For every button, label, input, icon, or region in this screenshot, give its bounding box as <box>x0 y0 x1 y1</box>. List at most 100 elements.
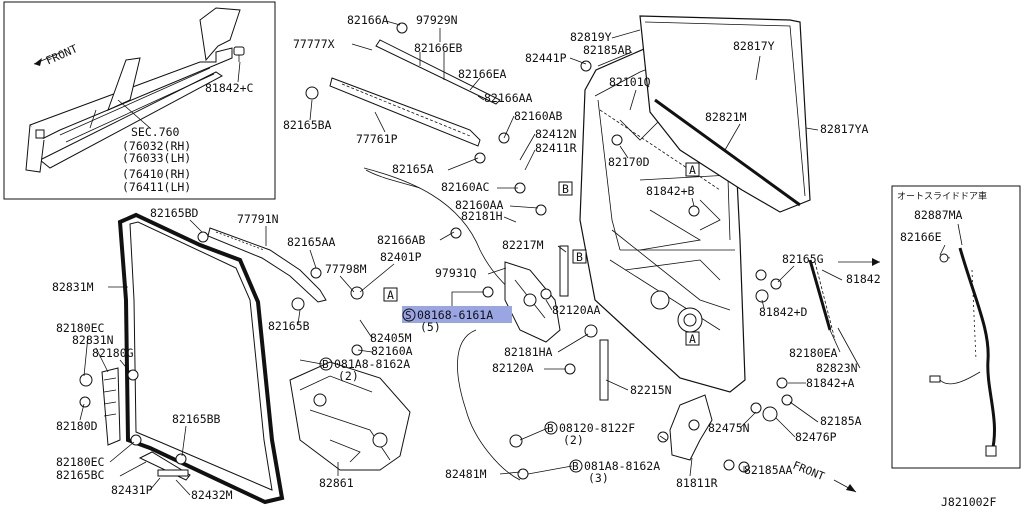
label-81842b: 81842+B <box>646 184 695 198</box>
front-rail-drawing <box>101 367 121 446</box>
label-82165bd: 82165BD <box>150 206 199 220</box>
sec-line-4: (76410(RH) <box>122 167 191 181</box>
label-82166eb: 82166EB <box>414 41 463 55</box>
window-glass-drawing <box>639 15 811 213</box>
leader-lines <box>79 20 861 496</box>
left-inset-frame <box>3 1 276 200</box>
label-82185a: 82185A <box>820 414 862 428</box>
label-82160ac: 82160AC <box>441 180 490 194</box>
sec-line-1: SEC.760 <box>131 125 180 139</box>
label-97929n: 97929N <box>416 13 458 27</box>
label-82441p: 82441P <box>525 51 567 65</box>
upper-rail-drawing <box>207 39 501 303</box>
label-82431p: 82431P <box>111 483 153 497</box>
label-77798m: 77798M <box>325 262 367 276</box>
label-82405m: 82405M <box>370 331 412 345</box>
label-82165bb: 82165BB <box>172 412 221 426</box>
weatherstrip-drawing <box>117 212 285 505</box>
svg-text:B: B <box>322 358 329 371</box>
svg-text:081A8-8162A: 081A8-8162A <box>584 459 660 473</box>
svg-text:08120-8122F: 08120-8122F <box>559 421 635 435</box>
label-77777x: 77777X <box>293 37 335 51</box>
marker-a-upper: A <box>685 162 700 177</box>
label-82160a: 82160A <box>371 344 413 358</box>
svg-text:A: A <box>689 163 696 177</box>
front-arrow-icon <box>33 51 63 66</box>
label-81842: 81842 <box>846 272 881 286</box>
bolt-callout-2[interactable]: B 08120-8122F (2) <box>544 421 635 447</box>
label-82180g: 82180G <box>92 346 134 360</box>
lock-mechanism-drawing <box>504 245 836 401</box>
label-82831m: 82831M <box>52 280 94 294</box>
label-82165ba: 82165BA <box>283 118 332 132</box>
label-82160aa: 82160AA <box>455 198 504 212</box>
inner-handle-assembly-drawing <box>289 361 411 471</box>
label-82181h: 82181H <box>461 209 503 223</box>
label-82170d: 82170D <box>608 155 650 169</box>
lower-bracket-drawing <box>669 394 713 461</box>
sec-line-3: (76033(LH) <box>122 151 191 165</box>
svg-text:A: A <box>387 288 394 302</box>
label-82165b: 82165B <box>268 319 310 333</box>
bolt-callout-1[interactable]: B 081A8-8162A (2) <box>319 357 410 383</box>
svg-text:(2): (2) <box>563 433 584 447</box>
s-symbol-icon <box>402 308 416 322</box>
label-82180ec-lower: 82180EC <box>56 455 105 469</box>
bolt-callout-3[interactable]: B 081A8-8162A (3) <box>569 459 660 485</box>
label-82817ya: 82817YA <box>820 122 869 136</box>
label-82181ha: 82181HA <box>504 345 553 359</box>
label-82166a: 82166A <box>347 13 389 27</box>
clip-icon <box>233 46 245 62</box>
fasteners <box>79 22 793 480</box>
label-82861: 82861 <box>319 476 354 490</box>
marker-a-door: A <box>685 331 700 346</box>
highlight-box <box>402 306 512 323</box>
marker-a-lower: A <box>383 287 398 302</box>
marker-b-lower: B <box>572 249 587 264</box>
label-82165bc: 82165BC <box>56 468 105 482</box>
highlighted-callout[interactable]: S 08168-6161A (5) <box>402 306 512 334</box>
part-labels: 82166A 97929N 77777X 82166EB 82166EA 821… <box>52 13 881 502</box>
label-82120a: 82120A <box>492 361 534 375</box>
label-82120aa: 82120AA <box>552 303 601 317</box>
label-82166aa: 82166AA <box>484 91 533 105</box>
label-82101q: 82101Q <box>609 75 651 89</box>
b-symbol-icon <box>544 421 558 435</box>
label-82185ab: 82185AB <box>583 43 632 57</box>
highlighted-part-number: 08168-6161A <box>417 308 493 322</box>
left-inset: FRONT 81842+C SEC.760 (76032(RH) (76033(… <box>3 1 276 200</box>
label-81811r: 81811R <box>676 476 718 490</box>
svg-text:B: B <box>547 422 554 435</box>
label-82166e: 82166E <box>900 230 942 244</box>
diagram-id: J821002F <box>941 495 996 509</box>
label-82432m: 82432M <box>191 488 233 502</box>
label-82165aa: 82165AA <box>287 235 336 249</box>
slide-piece-drawing <box>138 451 191 481</box>
arrow-to-inset-icon <box>838 258 880 266</box>
label-82185aa: 82185AA <box>744 463 793 477</box>
label-82817y: 82817Y <box>733 39 775 53</box>
label-82215n: 82215N <box>630 383 672 397</box>
label-81842a: 81842+A <box>806 376 855 390</box>
sec-line-5: (76411(LH) <box>122 180 191 194</box>
svg-text:(3): (3) <box>588 471 609 485</box>
label-82180ea: 82180EA <box>789 346 838 360</box>
label-82166ea: 82166EA <box>458 67 507 81</box>
right-inset-title: オートスライドドア車 <box>897 190 987 202</box>
label-97931q: 97931Q <box>435 266 477 280</box>
left-inset-front-label: FRONT <box>44 42 80 67</box>
label-82166ab: 82166AB <box>377 233 426 247</box>
label-77761p: 77761P <box>356 132 398 146</box>
label-82160ab: 82160AB <box>514 109 563 123</box>
svg-text:B: B <box>576 250 583 264</box>
label-82831n: 82831N <box>72 333 114 347</box>
label-82821m: 82821M <box>705 110 747 124</box>
highlighted-qty: (5) <box>420 320 441 334</box>
svg-text:081A8-8162A: 081A8-8162A <box>334 357 410 371</box>
label-82180d: 82180D <box>56 419 98 433</box>
svg-text:S: S <box>405 309 412 322</box>
front-arrow-lower: FRONT <box>791 459 857 493</box>
label-82481m: 82481M <box>445 467 487 481</box>
